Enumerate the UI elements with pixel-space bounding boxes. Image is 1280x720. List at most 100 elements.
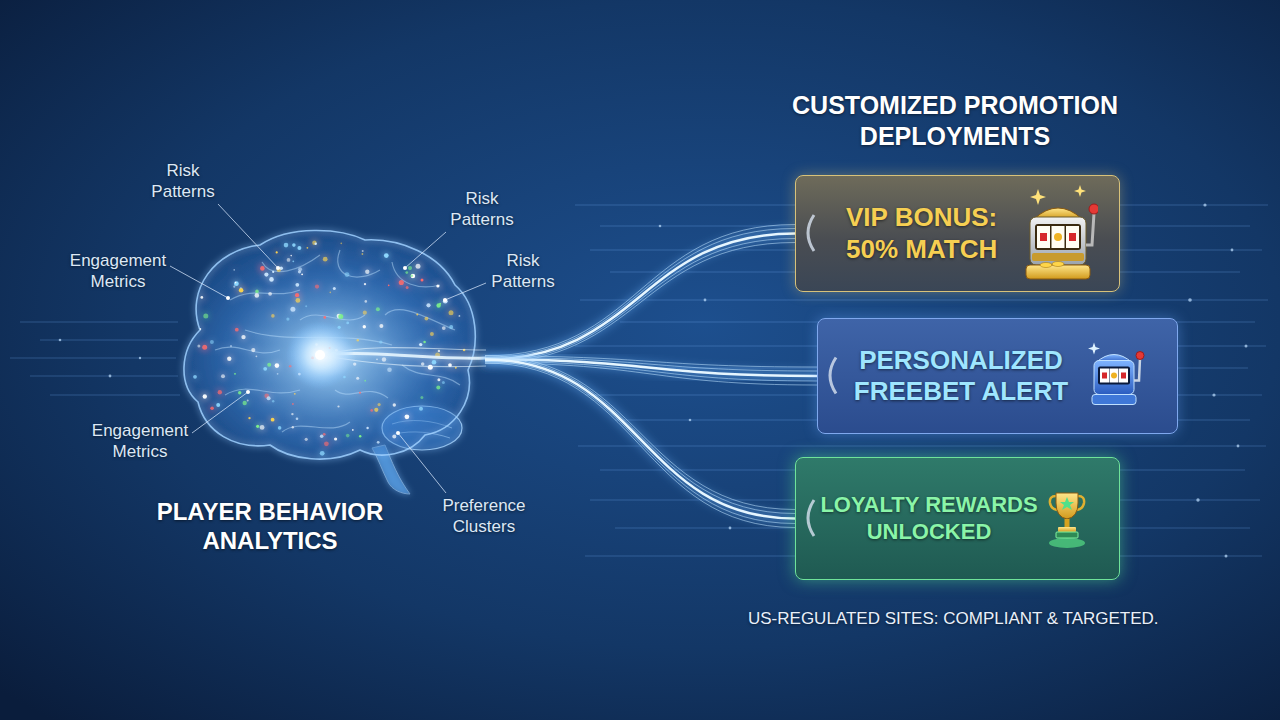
neuron-dot: [324, 316, 327, 319]
neuron-dot: [323, 257, 328, 262]
neuron-dot: [338, 314, 343, 319]
neuron-dot: [255, 290, 259, 294]
neuron-dot: [264, 273, 268, 277]
neuron-dot: [241, 335, 245, 339]
connector-strand: [485, 229, 795, 358]
neuron-dot: [428, 365, 433, 370]
brain-folds: [215, 250, 460, 432]
neuron-dot: [419, 343, 422, 346]
metric-label: Risk Patterns: [143, 160, 223, 202]
connector-strand: [485, 357, 795, 513]
stream-dots: [1225, 555, 1228, 558]
neuron-dot: [254, 293, 259, 298]
neuron-dot: [366, 427, 368, 429]
neuron-dot: [203, 313, 208, 318]
neuron-dot: [305, 305, 307, 307]
neuron-dot: [233, 286, 235, 288]
neuron-dot: [405, 414, 410, 419]
neuron-dot: [247, 399, 249, 401]
neuron-dot: [353, 362, 356, 365]
neuron-dot: [267, 396, 271, 400]
neuron-dot: [416, 314, 418, 316]
metric-label: Engagement Metrics: [63, 250, 173, 292]
neuron-dot: [364, 283, 366, 285]
neuron-dot: [202, 345, 207, 350]
neuron-dot: [296, 298, 301, 303]
metric-label: Risk Patterns: [442, 188, 522, 230]
neuron-dot: [442, 326, 446, 330]
neuron-dot: [272, 271, 274, 273]
brain-folds: [385, 310, 455, 330]
connector: [485, 359, 795, 518]
neuron-dot: [290, 255, 292, 257]
neuron-dot: [193, 375, 197, 379]
neuron-dot: [411, 274, 416, 279]
neuron-dot: [271, 314, 275, 318]
neuron-dot: [278, 426, 282, 430]
promotion-text: PERSONALIZED FREEBET ALERT: [841, 345, 1081, 407]
neuron-dot: [263, 367, 267, 371]
neuron-dot: [363, 325, 366, 328]
neuron-dot: [291, 413, 293, 415]
neuron-dot: [260, 425, 265, 430]
neuron-dot: [248, 417, 250, 419]
brain-folds: [282, 422, 350, 432]
neuron-dot: [230, 345, 232, 347]
stream-dots: [1203, 203, 1206, 206]
neuron-dot: [268, 449, 273, 454]
brain-folds: [392, 262, 440, 287]
stream-dots: [1237, 445, 1240, 448]
neuron-dot: [419, 407, 423, 411]
neuron-dot: [345, 272, 350, 277]
stream-dots: [1196, 498, 1199, 501]
trophy-icon: [1049, 493, 1085, 548]
brain-folds: [262, 255, 320, 272]
metric-label: Risk Patterns: [483, 250, 563, 292]
neuron-dot: [320, 451, 325, 456]
data-flow: [485, 356, 795, 528]
stream-dots: [139, 357, 141, 359]
neuron-dot: [340, 242, 342, 244]
neuron-dot: [411, 275, 413, 277]
neuron-dot: [240, 287, 242, 289]
leader-lines: [192, 392, 248, 433]
neuron-dot: [197, 344, 200, 347]
neuron-dot: [442, 381, 445, 384]
neuron-dot: [295, 293, 299, 297]
slot-gold-icon: [1026, 185, 1099, 279]
core-glow: [286, 321, 354, 389]
neuron-dot: [210, 407, 214, 411]
neuron-dot: [364, 380, 366, 382]
neuron-dot: [436, 386, 440, 390]
neuron-dot: [315, 243, 317, 245]
neuron-dot: [221, 374, 225, 378]
neuron-dot: [307, 247, 309, 249]
brain-folds: [338, 250, 380, 277]
neuron-dot: [352, 429, 354, 431]
neuron-dot: [408, 266, 412, 270]
neuron-dot: [292, 403, 294, 405]
neuron-dot: [238, 391, 241, 394]
analytics-heading: PLAYER BEHAVIOR ANALYTICS: [145, 498, 395, 556]
neuron-dot: [216, 403, 220, 407]
neuron-dot: [256, 355, 258, 357]
neuron-dot: [251, 348, 255, 352]
neuron-dot: [290, 307, 295, 312]
neuron-dot: [233, 269, 235, 271]
neuron-dot: [235, 282, 237, 284]
neuron-dot: [287, 258, 291, 262]
stream-dots: [689, 419, 692, 422]
neuron-dot: [357, 339, 359, 341]
neuron-dot: [438, 350, 440, 352]
connector-strand: [485, 356, 795, 510]
neuron-dot: [421, 362, 425, 366]
neuron-dot: [312, 241, 316, 245]
neuron-dot: [420, 396, 423, 399]
neuron-dot: [382, 357, 386, 361]
neuron-dot: [260, 266, 265, 271]
neuron-dot: [430, 332, 434, 336]
leader-dots: [403, 266, 407, 270]
neuron-dot: [377, 441, 380, 444]
neuron-dot: [234, 373, 236, 375]
neuron-dot: [271, 418, 275, 422]
